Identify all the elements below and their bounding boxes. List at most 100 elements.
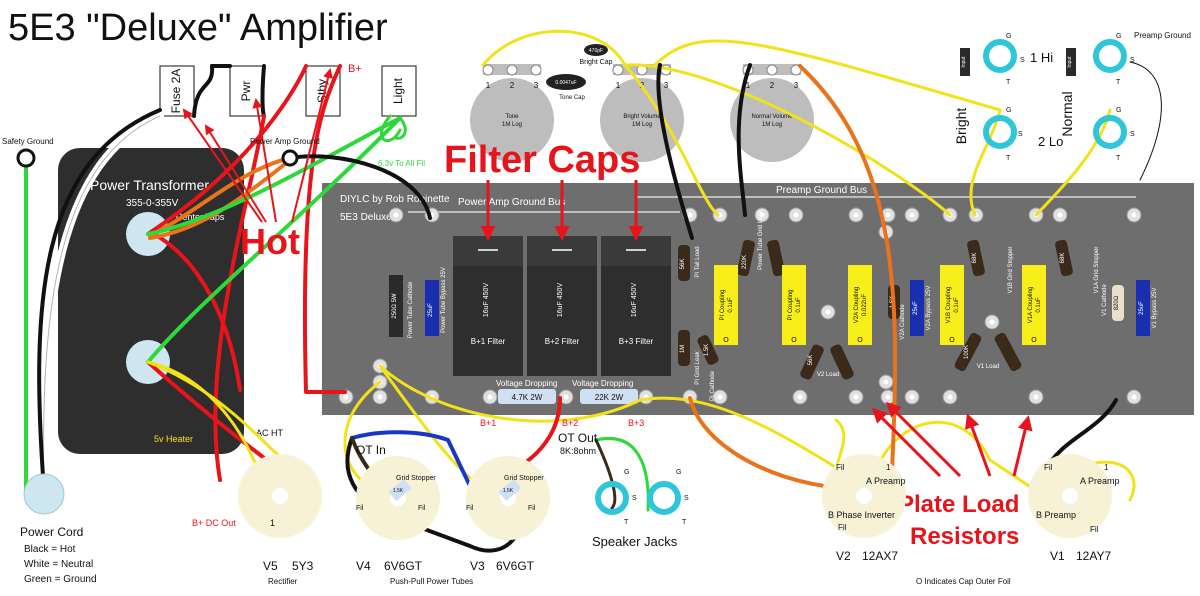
hot-arrows [182, 68, 333, 223]
svg-text:2 Lo: 2 Lo [1038, 134, 1063, 149]
safety-ground: Safety Ground [2, 137, 54, 168]
eyelet-hole [989, 319, 995, 325]
svg-text:OT Out: OT Out [558, 431, 598, 445]
svg-text:Power Tube Cathode: Power Tube Cathode [408, 281, 414, 338]
b1-label: B+1 [480, 418, 496, 428]
svg-text:PI Tail Load: PI Tail Load [695, 246, 701, 277]
svg-text:Power Transformer: Power Transformer [90, 177, 209, 193]
filter-caps-label: Filter Caps [444, 139, 640, 181]
svg-text:Power Tube Bypass 25V: Power Tube Bypass 25V [441, 267, 447, 333]
pot-terminal [530, 64, 542, 76]
svg-text:Rectifier: Rectifier [268, 577, 298, 586]
tone-cap: 0.0047uF Tone Cap [546, 74, 586, 101]
eyelet-hole [1057, 212, 1063, 218]
eyelet-hole [909, 394, 915, 400]
pot-terminal [790, 64, 802, 76]
normal-volume-pot: Normal Volume 1M Log [730, 64, 814, 162]
svg-text:S: S [1130, 131, 1135, 138]
svg-text:V1 Bypass 25V: V1 Bypass 25V [1152, 287, 1158, 328]
svg-text:A Preamp: A Preamp [1080, 476, 1120, 486]
eyelet-hole [885, 394, 891, 400]
plate-load-label-1: Plate Load [898, 491, 1019, 518]
svg-text:V1 Load: V1 Load [977, 364, 999, 370]
pot-terminal-number: 2 [510, 81, 515, 90]
bright-input-jacks: Input G S T G S T Bright 1 Hi 2 Lo [953, 33, 1063, 162]
filter-cap-arrows [480, 180, 644, 241]
normal-input-jacks: Input G S T G S T Normal [1059, 33, 1135, 162]
eyelet-hole [1131, 212, 1137, 218]
svg-text:16uF 450V: 16uF 450V [631, 283, 638, 318]
pot-terminal [506, 64, 518, 76]
svg-text:820Ω: 820Ω [1114, 295, 1120, 310]
eyelet-hole [1033, 394, 1039, 400]
svg-text:250Ω 5W: 250Ω 5W [392, 293, 398, 319]
pot-terminal [482, 64, 494, 76]
svg-text:68K: 68K [1060, 253, 1066, 264]
svg-text:V1 Cathode: V1 Cathode [1102, 283, 1108, 315]
svg-text:Speaker Jacks: Speaker Jacks [592, 534, 678, 549]
tube-v1-socket: Fil Fil 1 A Preamp B Preamp V1 12AY7 [1028, 454, 1120, 563]
svg-text:1M Log: 1M Log [632, 122, 652, 128]
v1a-coupling-cap: V1A Coupling 0.1uF O [1022, 265, 1046, 345]
eyelet-hole [793, 212, 799, 218]
dropping-resistor-1: Voltage Dropping 4.7K 2W [496, 379, 557, 404]
pi-grid-leak-resistor: 1M PI Grid Leak [678, 330, 701, 385]
svg-text:Fil: Fil [356, 505, 364, 512]
pot-terminal [612, 64, 624, 76]
svg-text:5v Heater: 5v Heater [154, 434, 193, 444]
svg-text:1.5K: 1.5K [704, 344, 710, 356]
svg-text:T: T [1116, 155, 1121, 162]
pot-terminal [766, 64, 778, 76]
svg-text:Fil: Fil [528, 505, 536, 512]
svg-text:T: T [624, 519, 629, 526]
svg-text:Bright Cap: Bright Cap [579, 59, 612, 66]
svg-text:G: G [1006, 33, 1011, 40]
pot-terminal-number: 1 [486, 81, 491, 90]
svg-text:25uF: 25uF [1139, 301, 1145, 315]
svg-text:Bright: Bright [953, 108, 969, 145]
svg-text:Fil: Fil [1044, 463, 1053, 472]
plate-load-label-2: Resistors [910, 523, 1019, 550]
svg-text:S: S [1020, 57, 1025, 64]
eyelet-hole [563, 394, 569, 400]
svg-text:Input: Input [961, 56, 967, 68]
svg-text:S: S [1018, 131, 1023, 138]
svg-text:V2A Cathode: V2A Cathode [900, 304, 906, 340]
svg-text:Normal Volume: Normal Volume [751, 114, 793, 120]
svg-text:B+1 Filter: B+1 Filter [471, 337, 506, 346]
eyelet-hole [759, 212, 765, 218]
svg-text:Fil: Fil [836, 463, 845, 472]
eyelet-hole [885, 212, 891, 218]
v2a-bypass-cap: 25uF V2A Bypass 25V [910, 280, 932, 336]
svg-text:T: T [682, 519, 687, 526]
svg-text:Tone Cap: Tone Cap [559, 95, 585, 101]
power-tube-grid-leak-resistors: 220K Power Tube Grid Leak [737, 209, 785, 277]
svg-text:O: O [791, 337, 797, 344]
svg-text:S: S [1130, 57, 1135, 64]
svg-text:O: O [1031, 337, 1037, 344]
svg-text:B+2 Filter: B+2 Filter [545, 337, 580, 346]
pot-terminal-number: 3 [534, 81, 539, 90]
eyelet-hole [343, 394, 349, 400]
svg-text:B Preamp: B Preamp [1036, 510, 1076, 520]
ot-in-label: OT In [356, 443, 386, 457]
svg-text:8K:8ohm: 8K:8ohm [560, 446, 596, 456]
power-tube-cathode-resistor: 250Ω 5W Power Tube Cathode [389, 275, 414, 338]
preamp-ground-bus-label: Preamp Ground Bus [776, 185, 867, 196]
v2-load-resistors: 56K V2 Load [800, 344, 854, 380]
svg-text:1M Log: 1M Log [502, 122, 522, 128]
svg-text:56K: 56K [808, 355, 814, 366]
svg-text:G: G [1116, 33, 1121, 40]
eyelet-hole [377, 394, 383, 400]
svg-text:Pwr: Pwr [239, 81, 253, 102]
eyelet-hole [797, 394, 803, 400]
svg-text:0.1uF: 0.1uF [728, 297, 734, 313]
svg-text:PI Coupling: PI Coupling [788, 289, 794, 320]
svg-text:0.1uF: 0.1uF [954, 297, 960, 313]
svg-text:Power Amp Ground: Power Amp Ground [250, 137, 320, 146]
svg-text:O: O [857, 337, 863, 344]
dropping-resistor-2: Voltage Dropping 22K 2W [572, 379, 638, 404]
tube-v2-socket: Fil Fil 1 A Preamp B Phase Inverter V2 1… [822, 454, 906, 563]
svg-text:Black = Hot: Black = Hot [24, 544, 76, 555]
svg-text:Grid Stopper: Grid Stopper [396, 475, 436, 482]
